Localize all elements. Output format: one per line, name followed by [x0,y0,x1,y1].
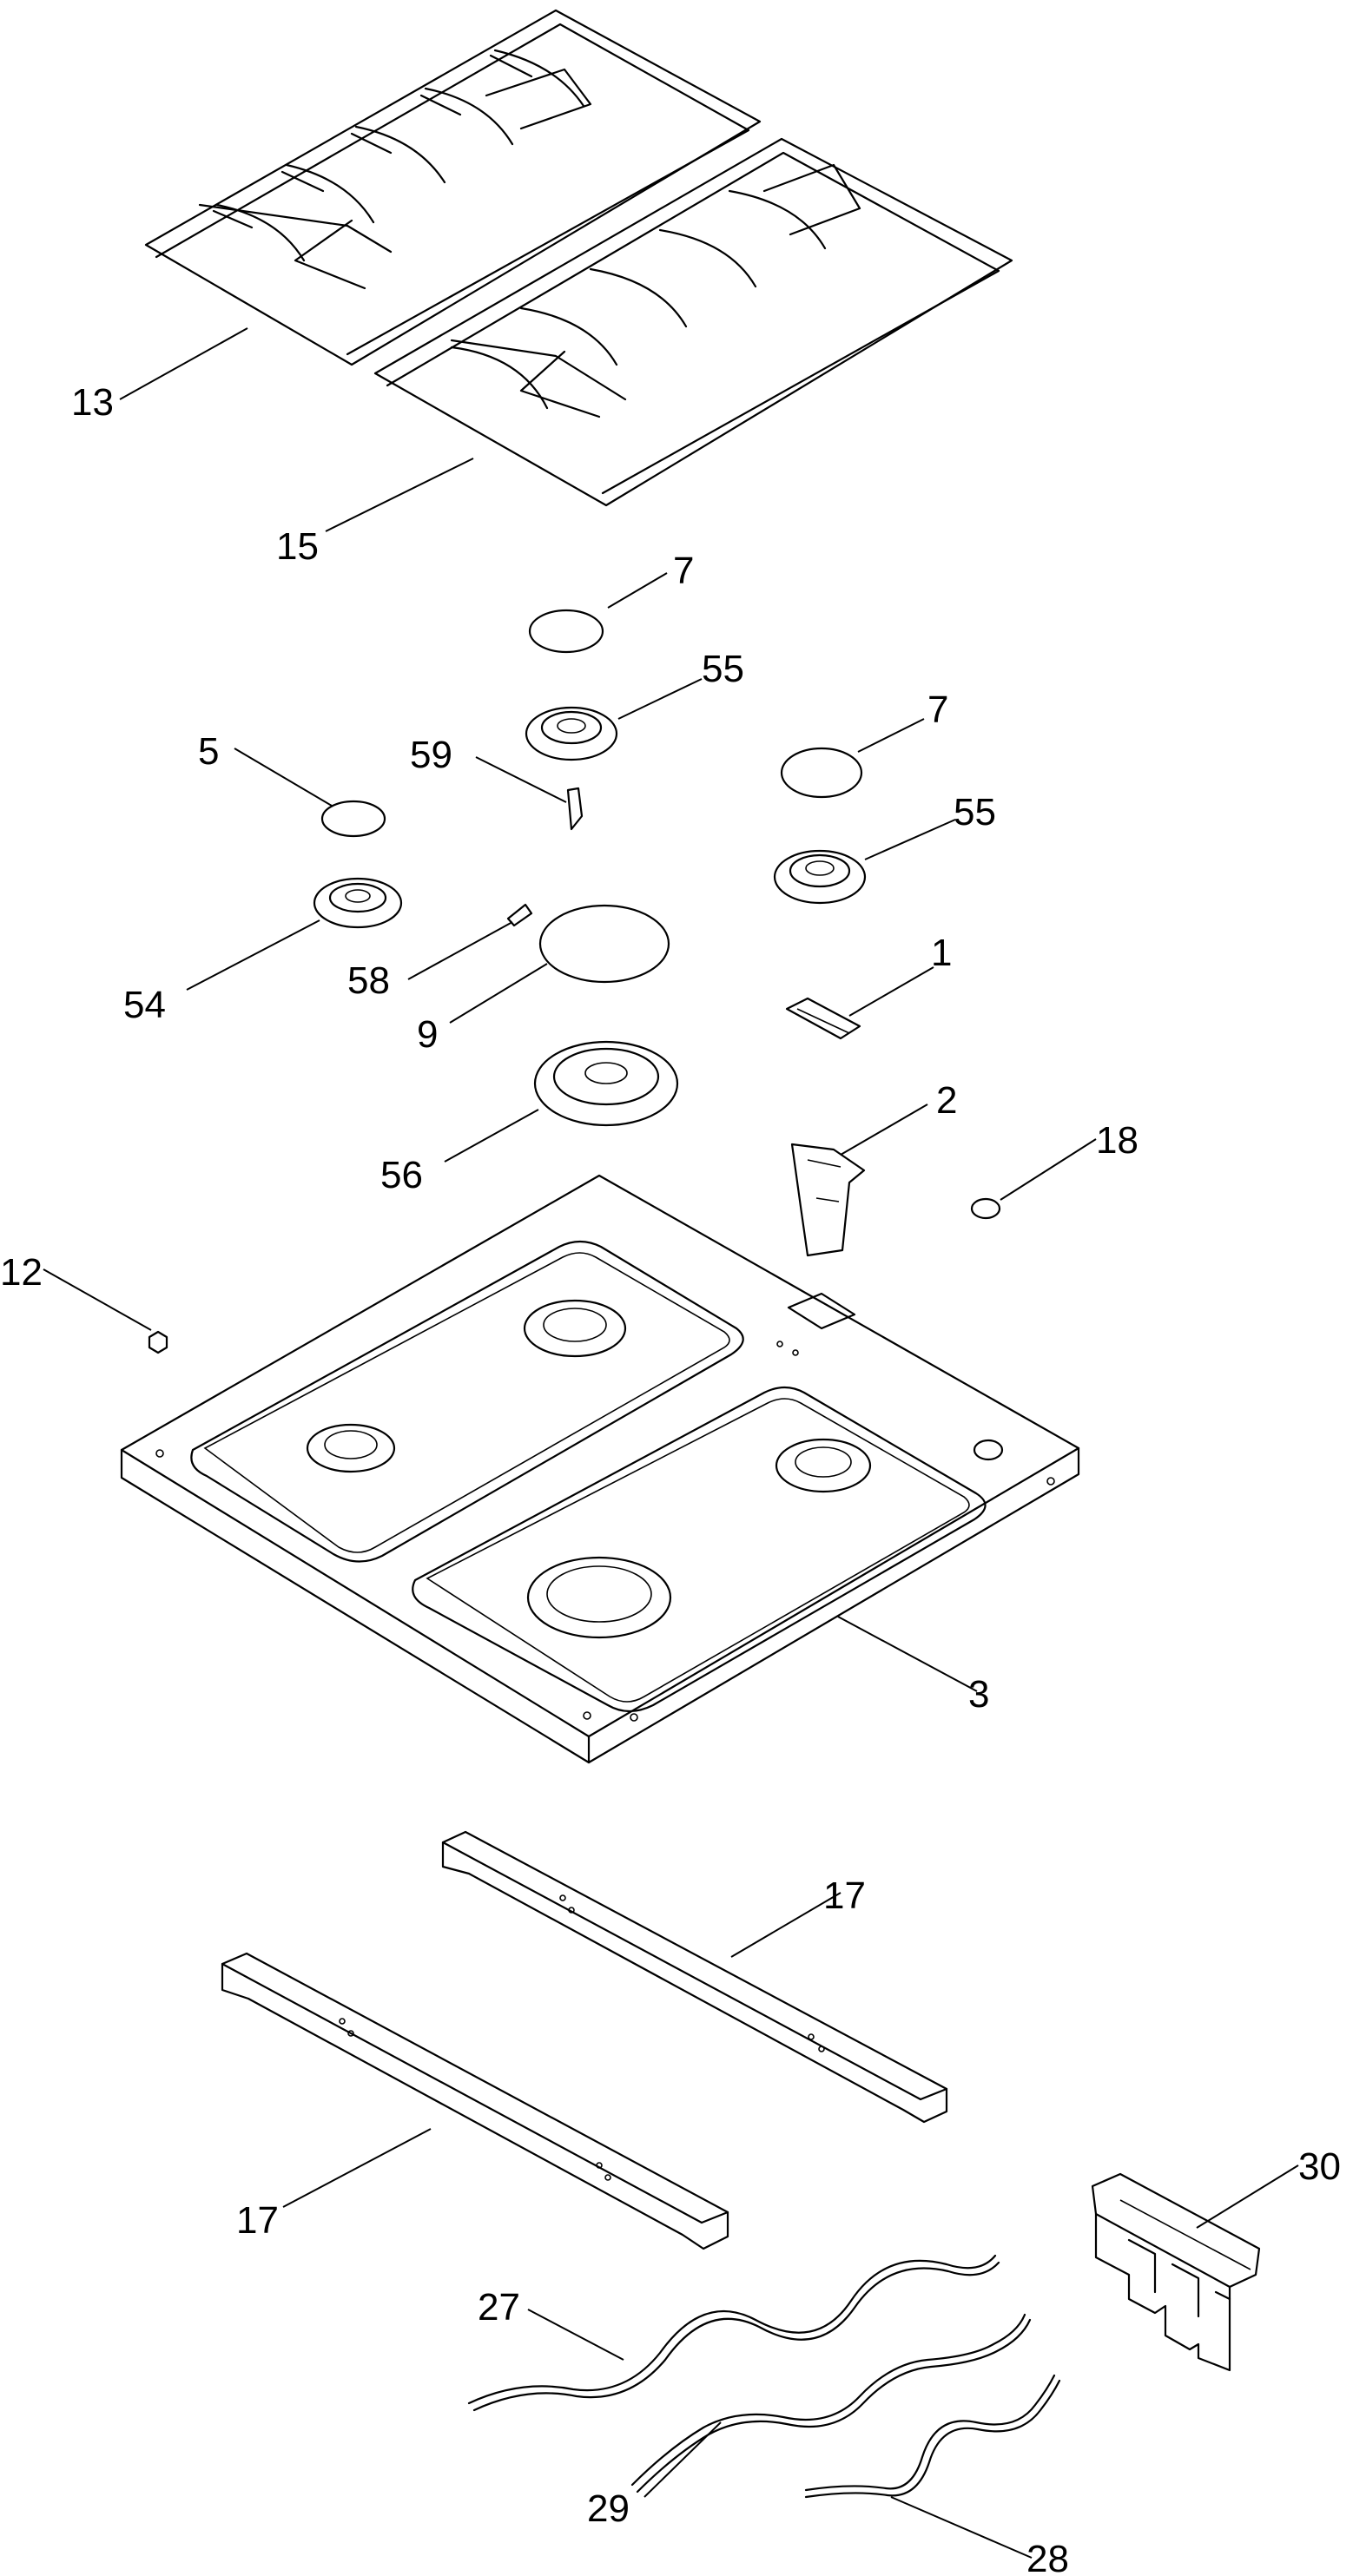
label-27: 27 [478,2286,520,2329]
leader-17a [730,1892,842,1958]
leader-13 [119,327,248,400]
label-1: 1 [931,932,952,974]
label-18: 18 [1096,1119,1138,1162]
leader-55a [617,678,703,720]
mounting-bracket-1 [785,997,861,1040]
mounting-bracket-2 [790,1143,866,1257]
label-29: 29 [587,2487,630,2530]
leader-9 [449,963,548,1024]
leader-5 [234,748,333,807]
label-13: 13 [71,381,114,424]
label-9: 9 [417,1013,438,1056]
label-55a: 55 [702,648,744,690]
ignition-switch-block [1091,2172,1261,2372]
leader-3 [837,1616,978,1692]
label-30: 30 [1298,2145,1341,2188]
ignition-wire-27 [467,2254,1000,2412]
ignition-wire-28 [804,2374,1061,2499]
side-rail-bottom [221,1952,729,2250]
screw [148,1330,168,1354]
leader-7b [857,718,925,753]
burner-right [773,849,867,905]
burner-cap-right [780,747,863,799]
leader-55b [864,819,956,860]
burner-small [313,877,403,929]
leader-17b [282,2128,432,2208]
label-5: 5 [198,730,219,773]
leader-30 [1196,2164,1299,2229]
label-28: 28 [1026,2538,1069,2576]
side-rail-top [441,1830,948,2124]
leader-28 [890,2496,1033,2559]
label-56: 56 [380,1154,423,1196]
label-2: 2 [936,1079,957,1122]
label-15: 15 [276,525,319,568]
leader-1 [848,966,934,1017]
burner-cap-large [538,904,670,984]
hob-top-panel [120,1174,1080,1764]
label-7b: 7 [927,688,948,731]
leader-59 [475,756,567,803]
leader-27 [527,2309,624,2361]
thermocouple [506,903,533,927]
hole-plug [970,1197,1001,1220]
label-17b: 17 [236,2199,279,2242]
burner-large [533,1040,679,1127]
ignition-wire-29 [630,2313,1032,2494]
burner-cap-small [320,800,386,838]
ignition-electrode [566,787,584,831]
leader-15 [325,458,474,532]
leader-18 [1000,1138,1097,1201]
label-3: 3 [968,1673,989,1716]
leader-56 [444,1109,539,1163]
label-58: 58 [347,959,390,1002]
pan-support-grid-left [144,9,762,366]
leader-12 [43,1268,152,1331]
leader-7a [607,572,668,609]
label-17a: 17 [823,1874,866,1917]
label-7a: 7 [673,550,694,592]
leader-29 [644,2421,722,2498]
label-55b: 55 [954,791,996,833]
leader-54 [186,919,320,991]
burner-top [525,706,618,761]
leader-58 [407,921,513,980]
label-59: 59 [410,734,452,776]
label-54: 54 [123,984,166,1026]
label-12: 12 [0,1251,43,1294]
burner-cap-top [528,609,604,654]
leader-2 [840,1104,928,1156]
pan-support-grid-right [373,137,1013,507]
